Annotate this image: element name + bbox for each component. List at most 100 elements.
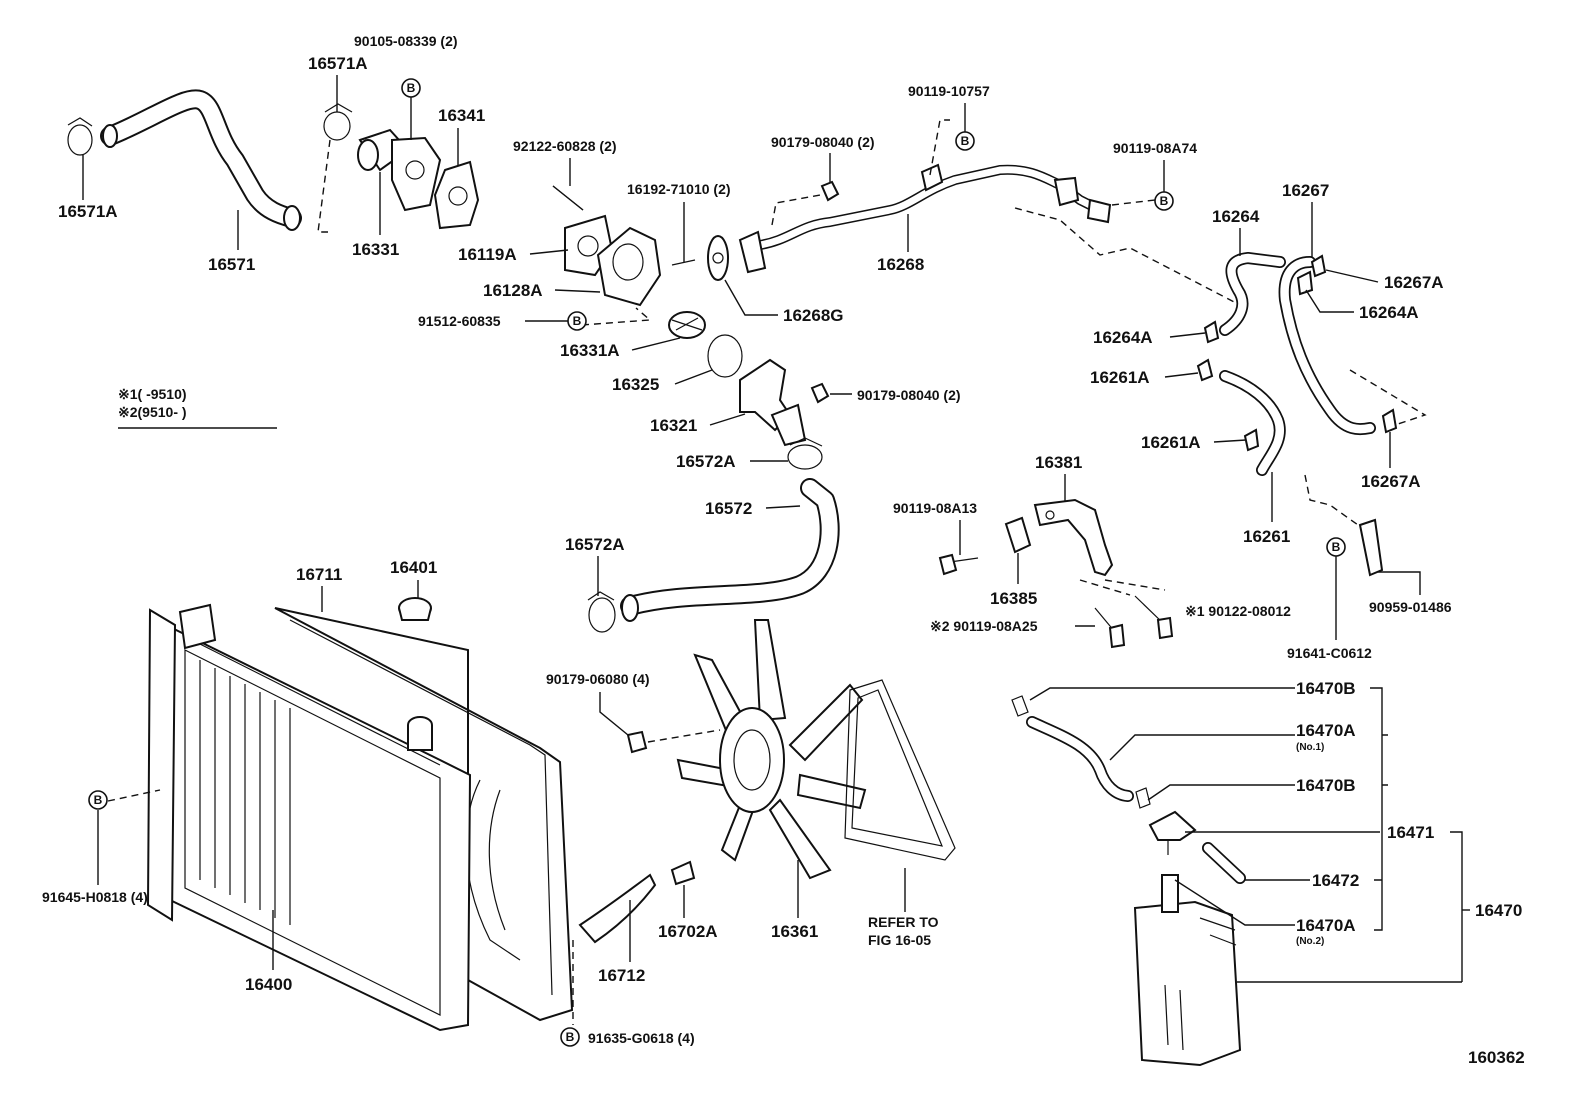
bolt-marker-text: B (573, 314, 582, 328)
leader-dashed-16267A (1349, 369, 1427, 426)
label-16192-71010: 16192-71010 (2) (627, 181, 731, 197)
label-16361: 16361 (771, 922, 818, 941)
stud-bolt (552, 185, 584, 211)
leader-dashed-fan-nut (647, 729, 721, 743)
radiator-filler-neck (407, 716, 433, 751)
label-16268G: 16268G (783, 306, 844, 325)
label-no-1: (No.1) (1296, 742, 1324, 753)
label-92122-60828: 92122-60828 (2) (513, 138, 617, 154)
thermostat-housing (596, 226, 662, 307)
bolt-marker-text: B (94, 793, 103, 807)
legend-note-1: ※1( -9510) (118, 386, 187, 402)
label-16711: 16711 (296, 565, 342, 584)
lower-radiator-hose (620, 478, 840, 622)
leader-dashed-heater (1014, 207, 1241, 306)
label-16267A-top: 16267A (1384, 273, 1444, 292)
label-16385: 16385 (990, 589, 1037, 608)
leader-16119A (529, 249, 569, 255)
label-90179-06080: 90179-06080 (4) (546, 671, 650, 687)
overflow-hose-16472 (1202, 842, 1246, 884)
label-16267: 16267 (1282, 181, 1329, 200)
label-16571: 16571 (208, 255, 255, 274)
label-90959-01486: 90959-01486 (1369, 599, 1452, 615)
label-16472: 16472 (1312, 871, 1359, 890)
label-16470B-top: 16470B (1296, 679, 1356, 698)
heater-hose-clamps (1196, 254, 1398, 452)
label-91512-60835: 91512-60835 (418, 313, 501, 329)
leader-16267A-top (1325, 269, 1379, 283)
reservoir-tank (1133, 874, 1242, 1067)
bushing-16385 (1004, 516, 1032, 554)
leader-16128A (554, 289, 601, 293)
gasket-16268G (707, 235, 729, 281)
reservoir-hose-16470A (1026, 716, 1134, 802)
leader-16264A-left (1169, 332, 1206, 338)
fan-nut (626, 730, 648, 754)
heater-hose-16261 (1219, 370, 1286, 476)
leader-16261A-top (1164, 372, 1199, 378)
label-90119-08A74: 90119-08A74 (1113, 140, 1197, 156)
leader-16268G (724, 279, 778, 316)
label-no-2: (No.2) (1296, 936, 1324, 947)
label-16321: 16321 (650, 416, 697, 435)
bolt-90119-08A13 (938, 553, 979, 576)
leader-dashed-bolts (1079, 579, 1166, 596)
label-16572: 16572 (705, 499, 752, 518)
bracket-16381 (1033, 498, 1114, 577)
outlet-gasket (433, 160, 480, 230)
label-91641-C0612: 91641-C0612 (1287, 645, 1372, 661)
bolt-marker-text: B (961, 134, 970, 148)
bypass-pipe (738, 163, 1112, 274)
nut-90179-mid (810, 382, 830, 404)
label-91645-H0818: 91645-H0818 (4) (42, 889, 148, 905)
bolt-marker-icon (560, 1027, 580, 1047)
label-16128A: 16128A (483, 281, 543, 300)
label-16267A-bottom: 16267A (1361, 472, 1421, 491)
label-16470: 16470 (1475, 901, 1522, 920)
label-16470A-bottom: 16470A (1296, 916, 1356, 935)
nut-90179-top (820, 180, 840, 202)
hose-clamp-top (323, 103, 353, 141)
lower-hose-clamp (587, 591, 616, 633)
leader-dashed-91512 (581, 307, 652, 326)
leader-16264A-right (1305, 289, 1354, 313)
label-16331A: 16331A (560, 341, 620, 360)
leader-dashed-90119-08A74 (1111, 199, 1156, 206)
stud-bolt-2 (671, 259, 696, 266)
label-16470A-top: 16470A (1296, 721, 1356, 740)
label-90179-08040-top: 90179-08040 (2) (771, 134, 875, 150)
reservoir-cap-16471 (1148, 810, 1197, 855)
leader-90959 (1378, 571, 1421, 595)
label-90119-10757: 90119-10757 (908, 83, 990, 99)
bolt-90119-08A25 (1094, 607, 1126, 649)
label-16571A-left: 16571A (58, 202, 118, 221)
water-outlet (357, 128, 442, 212)
reservoir-clips (1011, 695, 1151, 809)
thermostat (668, 311, 706, 339)
leader-dashed-bracket (1304, 474, 1366, 531)
bolt-90122 (1134, 595, 1174, 640)
label-16264A-left: 16264A (1093, 328, 1153, 347)
thermostat-gasket (707, 334, 743, 378)
label-16571A-top: 16571A (308, 54, 368, 73)
lower-shroud (578, 873, 657, 944)
leader-90179-06080 (599, 692, 629, 736)
leader-dashed-90119-10757 (929, 119, 950, 176)
label-90105-08339: 90105-08339 (2) (354, 33, 458, 49)
leader-16572 (765, 505, 801, 509)
label-16381: 16381 (1035, 453, 1082, 472)
clip-16702A (670, 860, 696, 886)
label-16261A-mid: 16261A (1141, 433, 1201, 452)
upper-radiator-hose (100, 89, 302, 231)
label-16702A: 16702A (658, 922, 718, 941)
label-16264A-right: 16264A (1359, 303, 1419, 322)
bolt-marker-icon (401, 78, 421, 98)
label-refer-to: REFER TO (868, 914, 939, 930)
leader-16325 (674, 369, 713, 385)
label-16572A-top: 16572A (676, 452, 736, 471)
bolt-marker-text: B (1160, 194, 1169, 208)
label-16268: 16268 (877, 255, 924, 274)
legend-note-2: ※2(9510- ) (118, 404, 187, 420)
hose-bracket-90959 (1358, 518, 1384, 577)
